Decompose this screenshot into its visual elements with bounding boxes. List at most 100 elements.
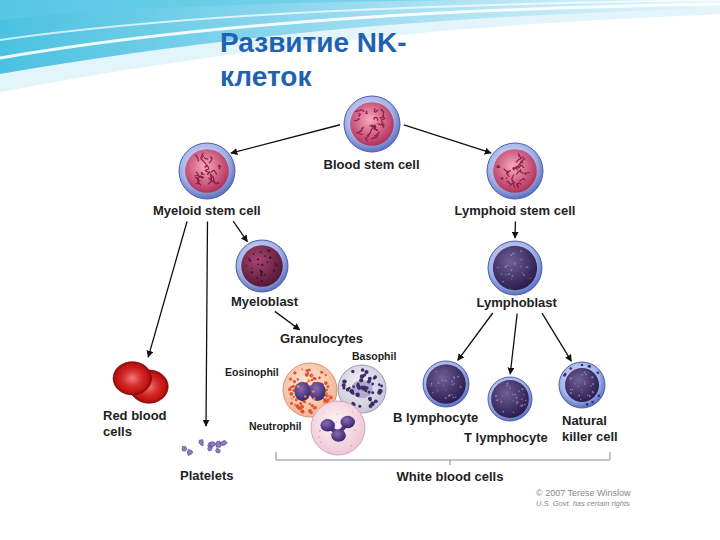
cell-part [340,416,355,428]
cell-part [253,253,255,255]
chromatin [359,127,363,131]
cell-part [514,394,516,396]
chromatin [209,157,212,163]
cell-part [368,397,372,401]
cell-part [559,362,605,408]
cell-node: Natural killer cell [556,359,638,447]
chromatin [512,175,515,183]
cell-part [581,389,582,390]
chromatin [198,175,203,178]
cell-part [459,386,461,388]
cell-part [312,397,315,400]
cell-part [325,374,327,376]
cell-label: Lymphoid stem cell [455,203,577,219]
cell-part [245,265,246,266]
chromatin [517,185,518,188]
cell-part [257,259,259,261]
cell-part [310,374,313,377]
cell-part [328,394,331,397]
cell-part [363,373,366,376]
cell-part [506,385,508,387]
cell-part [521,399,522,400]
group-bracket [276,452,610,465]
cell-part [367,380,371,384]
platelet [216,448,221,453]
chromatin [378,124,382,125]
cell-part [251,268,252,269]
cell-label: Granulocytes [280,331,365,347]
cell-part [297,385,300,388]
cell-part [577,386,578,387]
cell-part [325,392,328,395]
chromatin [504,169,510,172]
cell-part [261,264,263,266]
cell-part [448,395,450,397]
cell-part [493,149,537,193]
cell-part [268,250,270,252]
cell-part [584,372,585,373]
cell-part [525,267,526,268]
chromatin [507,181,511,184]
cell-part [581,374,583,376]
cell-part [578,395,580,397]
cell-part [453,397,454,398]
cell-part [431,383,433,385]
cell-label: Myeloid stem cell [153,203,262,219]
cell-part [336,421,338,423]
cell-part [437,382,439,384]
chromatin [198,176,204,178]
cell-part [307,379,310,382]
nk-cell [558,361,606,409]
cell-art [311,401,365,455]
cell-part [506,393,507,394]
platelet [199,440,203,446]
cell-part [502,281,504,283]
chromatin [374,117,378,120]
cell-part [453,397,454,398]
arrow-connector [458,313,493,360]
stem-cell [178,142,236,200]
platelet [208,447,212,451]
cell-part [589,395,591,397]
stem-cell [486,142,544,200]
cell-part [525,400,526,401]
cell-part [261,271,263,273]
cell-part [488,377,532,421]
cell-part [453,376,455,378]
platelet [216,441,221,447]
cell-part [293,371,296,374]
cell-part [527,266,529,268]
cell-part [301,368,303,370]
cell-label: Basophil [352,350,398,363]
cell-node: Myeloblast [229,237,301,312]
cell-label: T lymphocyte [464,430,549,446]
cell-part [512,252,514,254]
chromatin [520,179,525,181]
cell-part [297,378,299,380]
cell-part [521,404,523,406]
arrow-connector [404,125,491,153]
cell-part [336,414,337,415]
cell-part [581,364,584,367]
cell-part [274,265,276,267]
cell-part [505,266,507,268]
chromatin [518,154,520,158]
platelet [209,442,215,447]
cell-part [294,404,297,407]
chromatin [359,114,360,117]
cell-part [510,254,512,256]
chromatin [205,166,207,168]
caption-label: U.S. Govt. has certain rights [536,499,630,508]
chromatin [201,158,206,164]
cell-part [451,394,452,395]
arrow-connector [206,222,207,426]
chromatin [370,126,376,128]
chromatin [382,124,384,127]
cell-part [452,384,454,386]
cell-part [276,265,278,267]
chromatin [209,174,212,184]
cell-part [514,262,516,264]
cell-art [182,440,227,456]
cell-part [355,393,359,397]
cell-part [295,399,298,402]
